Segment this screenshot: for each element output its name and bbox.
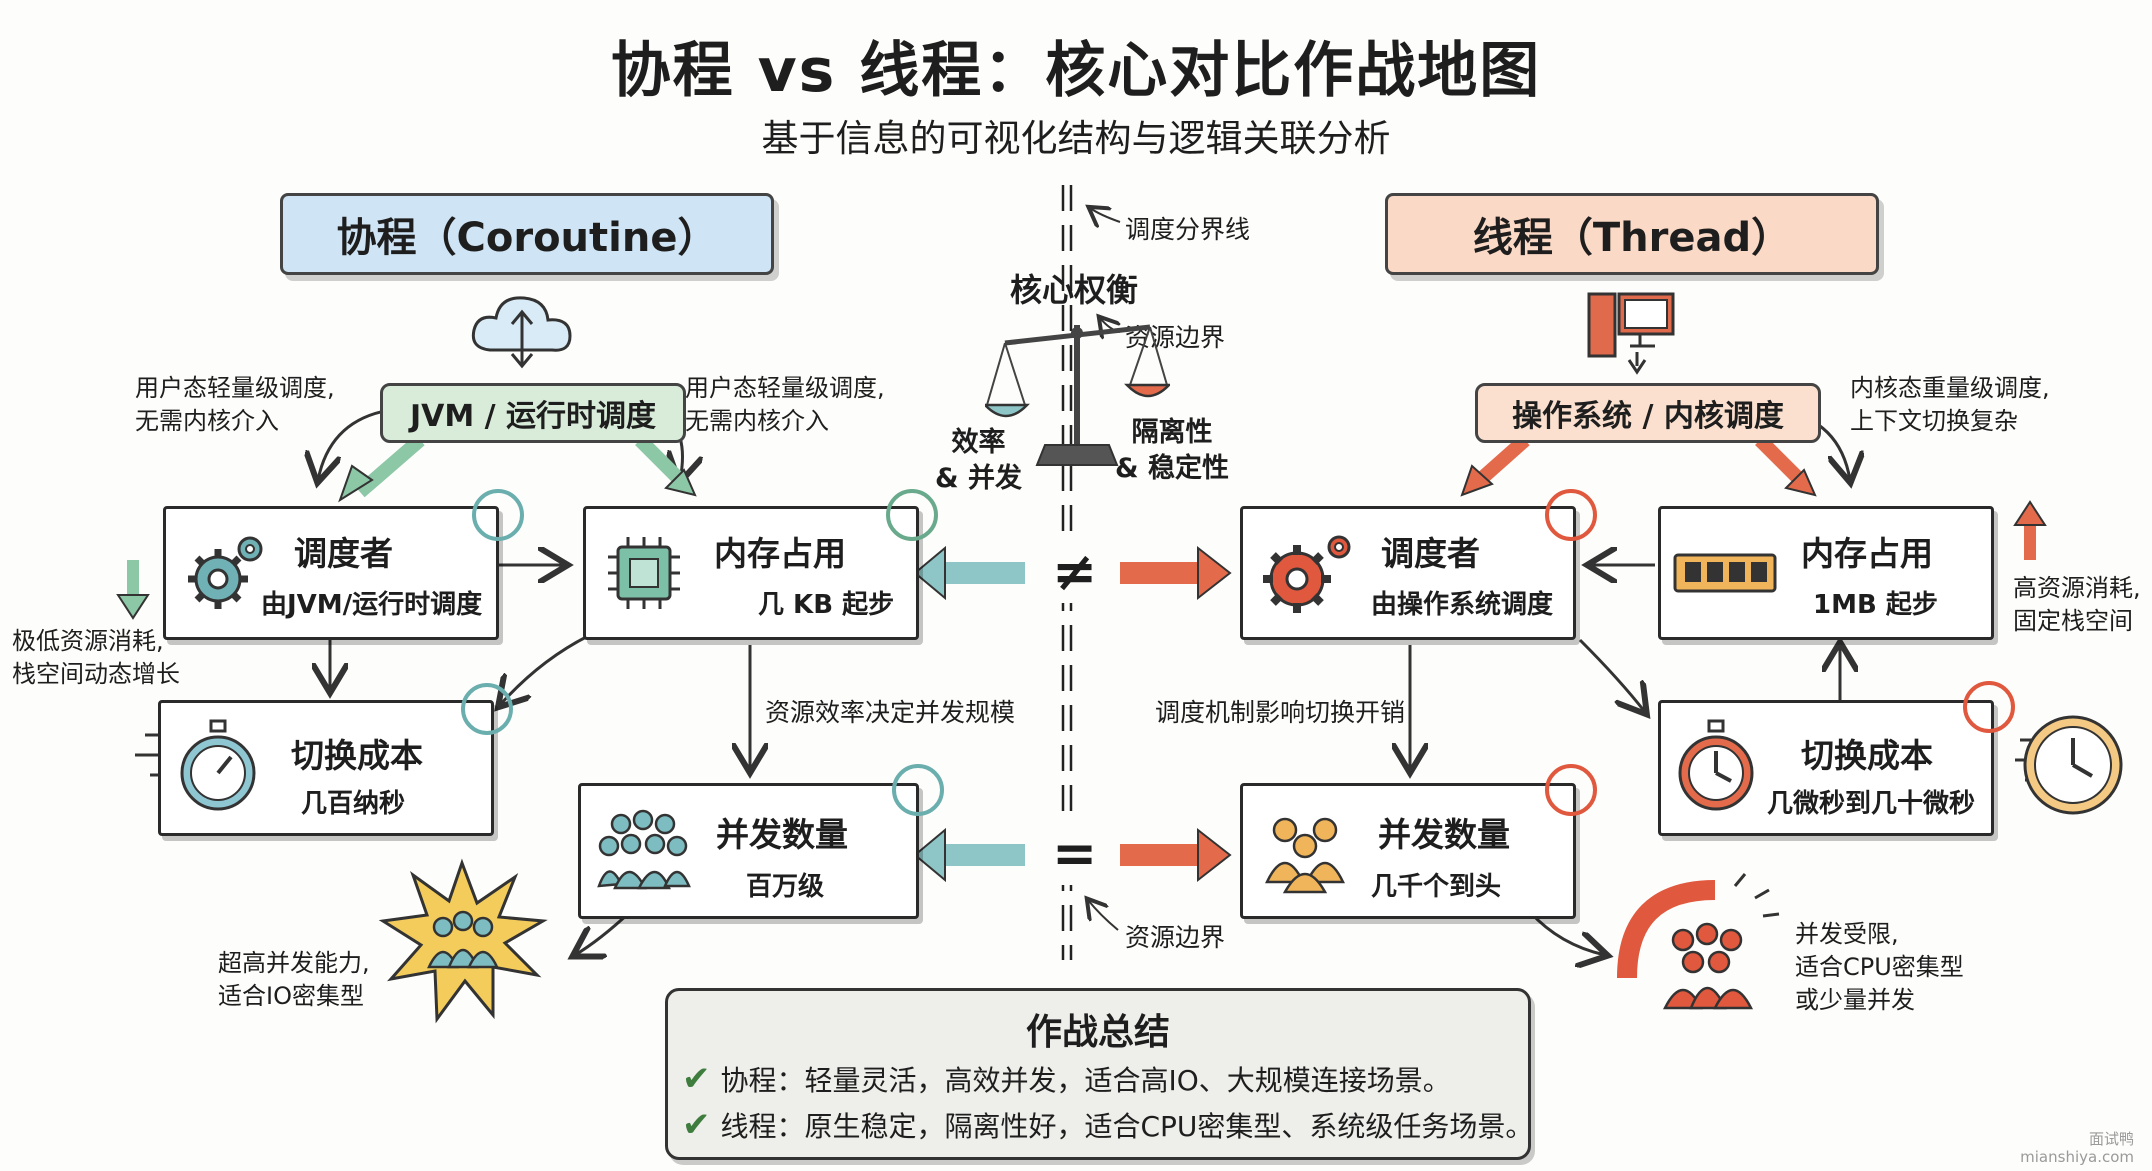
- chip-icon: [608, 537, 680, 609]
- isolation-label: 隔离性& 稳定性: [1115, 417, 1229, 484]
- resource-boundary-bottom: 资源边界: [1125, 923, 1226, 952]
- coroutine-scheduler-box: 调度者 由JVM/运行时调度: [163, 489, 524, 640]
- highlight-ring: [1545, 489, 1597, 541]
- coroutine-note-mid: 资源效率决定并发规模: [765, 698, 1016, 727]
- cloud-icon: [471, 296, 572, 369]
- team-icon: [1265, 817, 1345, 894]
- thread-concurrency-box: 并发数量 几千个到头: [1240, 764, 1597, 919]
- equal-sign: =: [1048, 822, 1102, 885]
- coroutine-note-top-right: 用户态轻量级调度,无需内核介入: [685, 374, 885, 435]
- coroutine-switch-box: 切换成本 几百纳秒: [158, 683, 513, 836]
- thread-note-mid: 调度机制影响切换开销: [1155, 698, 1406, 727]
- check-icon: ✔: [682, 1105, 711, 1145]
- thread-scheduler-title: 调度者: [1381, 534, 1480, 573]
- coroutine-concurrency-box: 并发数量 百万级: [578, 764, 944, 919]
- coroutine-scheduler-title: 调度者: [294, 534, 393, 573]
- jvm-scheduler-tag: JVM / 运行时调度: [380, 383, 686, 443]
- limit-gauge-icon: [1617, 873, 1780, 1010]
- coroutine-note-side: 极低资源消耗,栈空间动态增长: [12, 627, 180, 688]
- summary-line-thread: ✔ 线程：原生稳定，隔离性好，适合CPU密集型、系统级任务场景。: [682, 1105, 1534, 1145]
- coroutine-memory-title: 内存占用: [714, 534, 846, 573]
- stopwatch-icon: [1678, 719, 1754, 811]
- coroutine-note-top-left: 用户态轻量级调度,无需内核介入: [135, 374, 335, 435]
- gears-icon: [188, 536, 263, 609]
- thread-note-side: 高资源消耗,固定栈空间: [2013, 574, 2141, 635]
- thread-concurrency-desc: 几千个到头: [1371, 872, 1502, 902]
- thread-memory-box: 内存占用 1MB 起步: [1658, 506, 1994, 640]
- summary-title: 作战总结: [1025, 1012, 1170, 1053]
- stopwatch-icon: [180, 719, 256, 811]
- coroutine-note-bottom: 超高并发能力,适合IO密集型: [218, 949, 370, 1010]
- check-icon: ✔: [682, 1059, 711, 1099]
- gear-icon: [1263, 535, 1351, 613]
- thread-header: 线程（Thread）: [1385, 193, 1879, 275]
- thread-scheduler-desc: 由操作系统调度: [1371, 590, 1554, 620]
- thread-memory-desc: 1MB 起步: [1813, 590, 1938, 620]
- thread-switch-title: 切换成本: [1801, 736, 1933, 775]
- coroutine-scheduler-desc: 由JVM/运行时调度: [261, 590, 483, 620]
- clock-icon: [2023, 715, 2123, 815]
- coroutine-concurrency-title: 并发数量: [716, 815, 848, 854]
- os-scheduler-tag: 操作系统 / 内核调度: [1475, 383, 1821, 443]
- page-subtitle: 基于信息的可视化结构与逻辑关联分析: [761, 117, 1391, 160]
- thread-memory-title: 内存占用: [1801, 534, 1933, 573]
- balance-scale-icon: [985, 324, 1170, 466]
- burst-icon: [378, 858, 548, 1024]
- highlight-ring: [472, 489, 524, 541]
- balance-title: 核心权衡: [1010, 271, 1139, 309]
- coroutine-switch-title: 切换成本: [291, 736, 423, 775]
- efficiency-label: 效率& 并发: [935, 427, 1022, 494]
- thread-switch-desc: 几微秒到几十微秒: [1767, 789, 1976, 819]
- coroutine-memory-box: 内存占用 几 KB 起步: [583, 489, 938, 640]
- coroutine-concurrency-desc: 百万级: [746, 872, 825, 902]
- highlight-ring: [1963, 681, 2015, 733]
- highlight-ring: [461, 683, 513, 735]
- highlight-ring: [886, 489, 938, 541]
- coroutine-switch-desc: 几百纳秒: [301, 789, 406, 819]
- computer-icon: [1587, 292, 1675, 375]
- thread-switch-box: 切换成本 几微秒到几十微秒: [1658, 681, 2015, 836]
- thread-note-bottom: 并发受限,适合CPU密集型或少量并发: [1795, 920, 1964, 1014]
- coroutine-header: 协程（Coroutine）: [280, 193, 774, 275]
- thread-scheduler-box: 调度者 由操作系统调度: [1240, 489, 1597, 640]
- watermark-url: mianshiya.com: [2020, 1148, 2134, 1166]
- crowd-icon: [597, 809, 691, 890]
- coroutine-memory-desc: 几 KB 起步: [758, 590, 895, 620]
- not-equal-sign: ≠: [1048, 540, 1102, 603]
- highlight-ring: [892, 764, 944, 816]
- divider-label: 调度分界线: [1125, 215, 1251, 244]
- thread-note-top: 内核态重量级调度,上下文切换复杂: [1850, 374, 2050, 435]
- summary-panel: 作战总结 ✔ 协程：轻量灵活，高效并发，适合高IO、大规模连接场景。 ✔ 线程：…: [665, 988, 1534, 1160]
- watermark-brand: 面试鸭: [2088, 1130, 2134, 1148]
- ram-icon: [1673, 553, 1777, 593]
- thread-concurrency-title: 并发数量: [1378, 815, 1510, 854]
- highlight-ring: [1545, 764, 1597, 816]
- page-title: 协程 vs 线程：核心对比作战地图: [610, 36, 1542, 106]
- summary-line-coroutine: ✔ 协程：轻量灵活，高效并发，适合高IO、大规模连接场景。: [682, 1059, 1451, 1099]
